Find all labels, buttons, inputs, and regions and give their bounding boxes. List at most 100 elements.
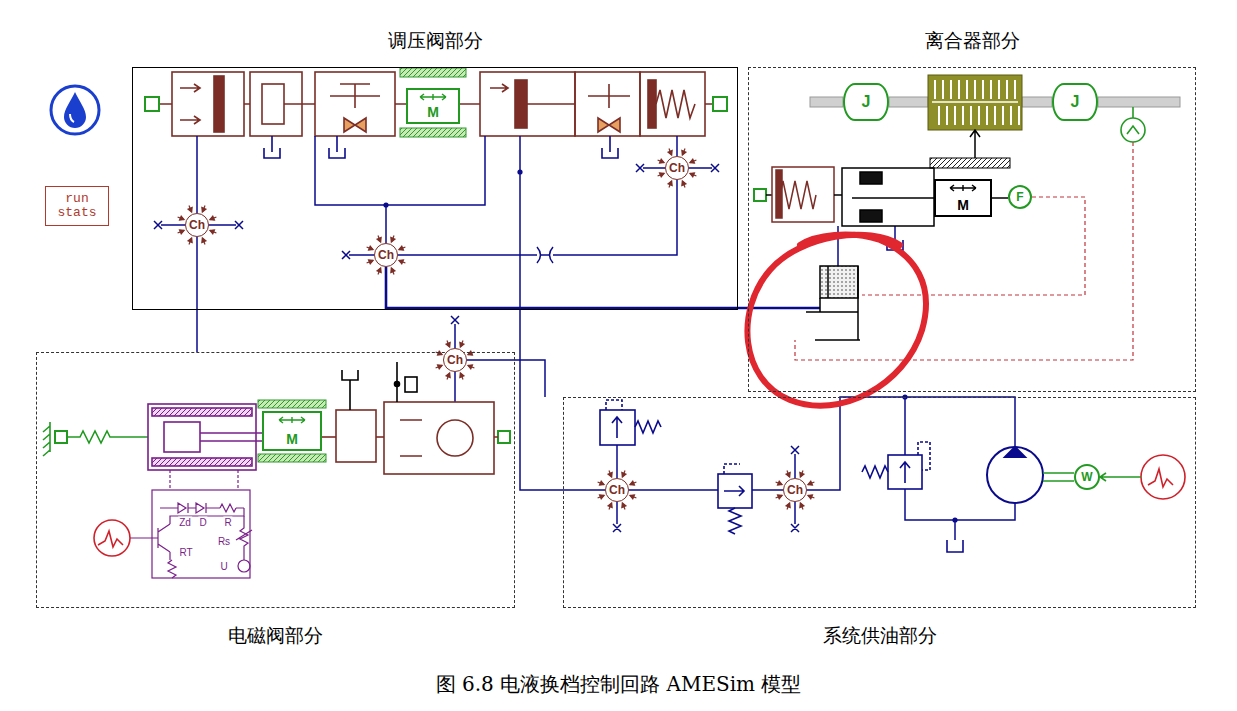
solenoid-actuator: [336, 410, 376, 462]
chamber-port: [800, 503, 804, 508]
hydraulic-line: [807, 397, 1015, 490]
signal-source: [1141, 455, 1185, 499]
chamber-port: [808, 481, 813, 485]
chamber-port: [690, 159, 695, 163]
driver-circuit: [236, 516, 252, 560]
valve-symbol: [612, 417, 622, 438]
valve-symbol: [729, 508, 741, 534]
clutch-piston: [992, 197, 1008, 199]
pressure-valve-body: [172, 72, 244, 136]
signal-source: [1148, 469, 1173, 487]
solenoid-actuator: [43, 422, 50, 456]
port-square: [713, 97, 727, 111]
circuit-label: R: [223, 517, 232, 528]
clutch-piston: [834, 194, 842, 196]
pressure-valve-body: [344, 118, 366, 132]
solenoid-actuator: [148, 404, 256, 470]
junction-dot: [383, 202, 388, 207]
pressure-valve-body: [490, 84, 575, 104]
chamber-port: [377, 238, 381, 243]
chamber-port: [609, 503, 612, 509]
chamber-port: [178, 230, 184, 233]
chamber-port: [446, 373, 450, 378]
speed-sensor: [1132, 107, 1134, 118]
section-heading: 离合器部分: [749, 28, 1195, 54]
clutch-piston: [766, 194, 772, 196]
pressure-valve-body: [648, 80, 656, 128]
chamber-port: [460, 373, 463, 379]
chamber-port: [609, 471, 612, 477]
hydraulic-chamber: Ch: [443, 348, 467, 372]
chamber-port: [630, 481, 635, 485]
valve-symbol: [900, 462, 910, 483]
signal-source: [98, 531, 123, 547]
chamber-port: [630, 482, 636, 485]
chamber-port: [658, 160, 664, 163]
chamber-port: [446, 343, 450, 348]
chamber-port: [210, 216, 215, 220]
chamber-port: [630, 495, 636, 498]
chamber-port: [682, 181, 686, 186]
pressure-valve-body: [640, 72, 705, 136]
component-label: J: [862, 93, 871, 111]
valve-symbol: [606, 400, 622, 410]
chamber-port: [668, 181, 672, 186]
section-heading: 电磁阀部分: [37, 623, 514, 649]
driver-circuit: [170, 470, 238, 490]
chamber-port: [367, 247, 373, 250]
chamber-port: [800, 473, 804, 478]
chamber-port: [188, 208, 192, 213]
clutch-piston: [776, 170, 782, 218]
solenoid-actuator: [152, 458, 252, 466]
chamber-port: [460, 343, 464, 348]
driver-circuit: [220, 504, 236, 512]
section-heading: 系统供油部分: [564, 623, 1195, 649]
valve-symbol: [918, 442, 930, 470]
junction-dot: [517, 169, 522, 174]
plug-cap: [154, 164, 799, 532]
junction-dot: [383, 169, 957, 522]
pressure-valve-body: [480, 72, 575, 136]
pressure-valve-body: [159, 72, 713, 136]
component-label: Ch: [189, 218, 205, 232]
clutch-piston: [852, 197, 934, 199]
speed-sensor: [1127, 126, 1139, 134]
valve-symbol: [724, 464, 740, 474]
drop-icon: [64, 92, 86, 128]
tank-symbol: [264, 136, 963, 552]
chamber-port: [622, 503, 626, 508]
chamber-port: [202, 238, 206, 243]
chamber-port: [210, 230, 216, 233]
chamber-port: [468, 365, 473, 369]
drive-shaft: [1043, 473, 1074, 481]
clutch-piston: [970, 130, 980, 158]
component-label: F: [1016, 190, 1023, 204]
pressure-valve-body: [180, 84, 200, 124]
chamber-port: [682, 149, 685, 155]
clutch-shaft: [810, 97, 843, 107]
chamber-port: [369, 246, 374, 250]
hydraulic-chamber: Ch: [783, 478, 807, 502]
chamber-port: [608, 473, 612, 478]
chamber-port: [378, 236, 381, 242]
chamber-port: [202, 208, 206, 213]
solenoid-actuator: [376, 436, 384, 438]
solenoid-actuator: [400, 420, 498, 456]
circuit-label: RT: [178, 547, 193, 558]
section-heading: 调压阀部分: [133, 28, 737, 54]
clutch-shaft: [889, 97, 928, 107]
chamber-port: [669, 181, 672, 187]
hydraulic-connector: [629, 489, 783, 491]
direction-arrows: [279, 417, 305, 423]
section-frame: 调压阀部分MChChCh: [132, 67, 738, 310]
chamber-port: [682, 151, 686, 156]
chamber-port: [189, 238, 192, 244]
chamber-port: [776, 495, 782, 498]
direction-arrows: [418, 92, 448, 102]
section-frame: 离合器部分JJMF: [748, 67, 1196, 392]
chamber-port: [178, 149, 815, 510]
driver-circuit: [152, 490, 250, 578]
driver-circuit: [238, 560, 250, 572]
chamber-port: [660, 159, 665, 163]
